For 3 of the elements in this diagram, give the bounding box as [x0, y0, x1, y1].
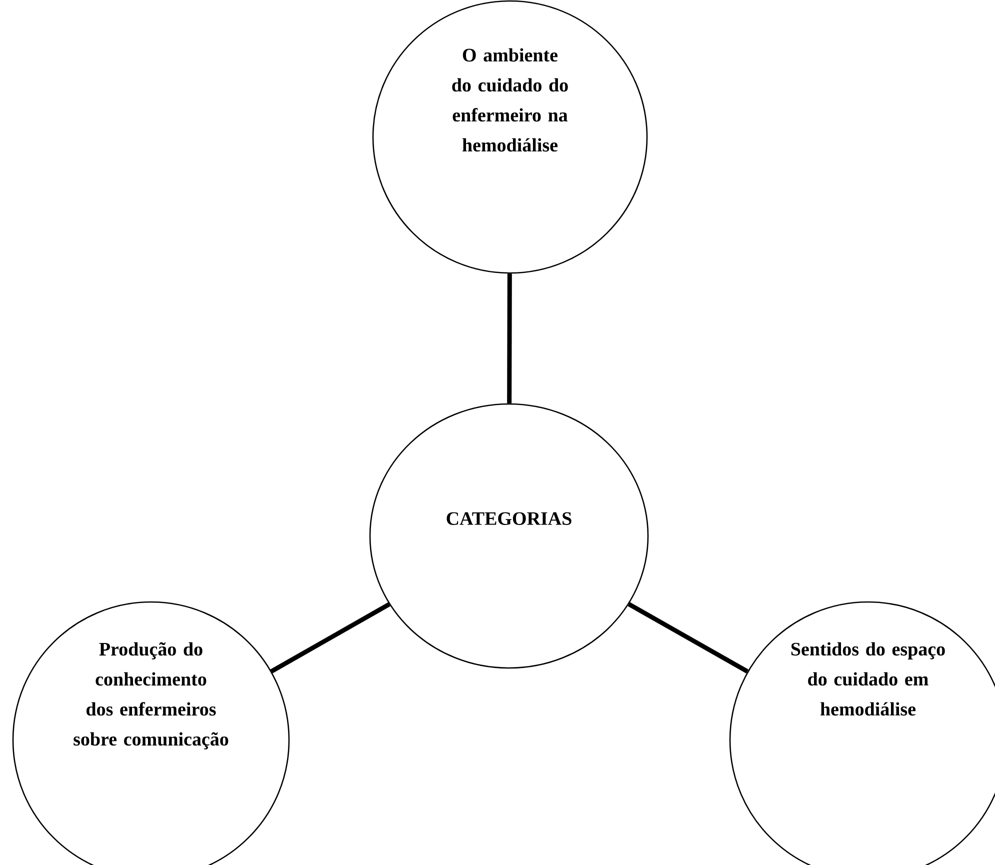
connector-line: [628, 602, 749, 674]
connector-line: [270, 602, 390, 674]
connector-line: [507, 274, 512, 404]
